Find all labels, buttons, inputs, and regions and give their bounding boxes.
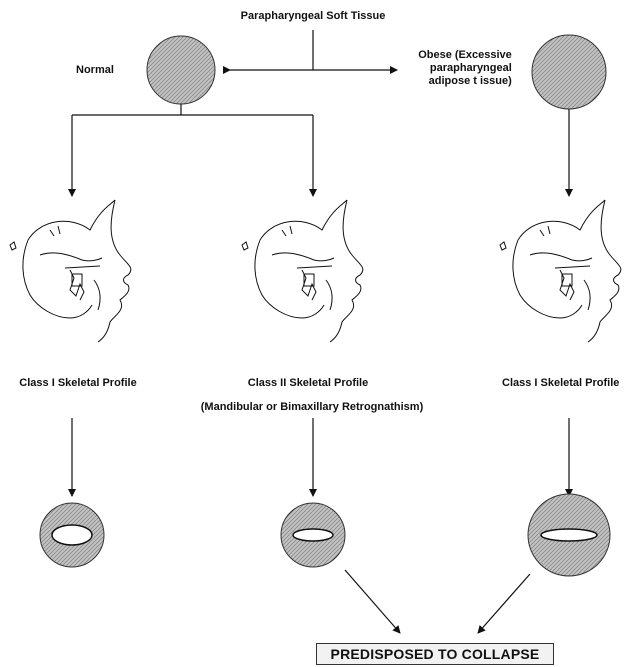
label-normal: Normal bbox=[76, 64, 114, 76]
cephalometric-profile-icon bbox=[9, 199, 132, 343]
collapse-label: PREDISPOSED TO COLLAPSE bbox=[330, 646, 540, 662]
label-profile-mid-sub: (Mandibular or Bimaxillary Retrognathism… bbox=[200, 401, 424, 413]
arrow-mid-to-collapse bbox=[344, 569, 401, 634]
airway-cross-section-icon bbox=[527, 493, 611, 577]
label-obese-line3: adipose t issue) bbox=[428, 75, 512, 87]
arrow-right-to-collapse bbox=[477, 573, 531, 634]
label-profile-left: Class I Skeletal Profile bbox=[19, 377, 137, 389]
collapse-box: PREDISPOSED TO COLLAPSE bbox=[316, 643, 554, 665]
title-parapharyngeal-soft-tissue: Parapharyngeal Soft Tissue bbox=[240, 10, 386, 22]
normal-tissue-circle bbox=[146, 35, 216, 105]
label-obese-line2: parapharyngeal bbox=[429, 62, 512, 74]
label-profile-mid: Class II Skeletal Profile bbox=[247, 377, 369, 389]
obese-tissue-circle bbox=[531, 34, 607, 110]
label-profile-right: Class I Skeletal Profile bbox=[502, 377, 620, 389]
cephalometric-profile-icon bbox=[241, 199, 364, 343]
airway-cross-section-icon bbox=[39, 502, 105, 568]
cephalometric-profile-icon bbox=[499, 199, 622, 343]
airway-cross-section-icon bbox=[280, 502, 346, 568]
label-obese: Obese (Excessive parapharyngeal adipose … bbox=[418, 49, 512, 88]
label-obese-line1: Obese (Excessive bbox=[418, 49, 512, 61]
